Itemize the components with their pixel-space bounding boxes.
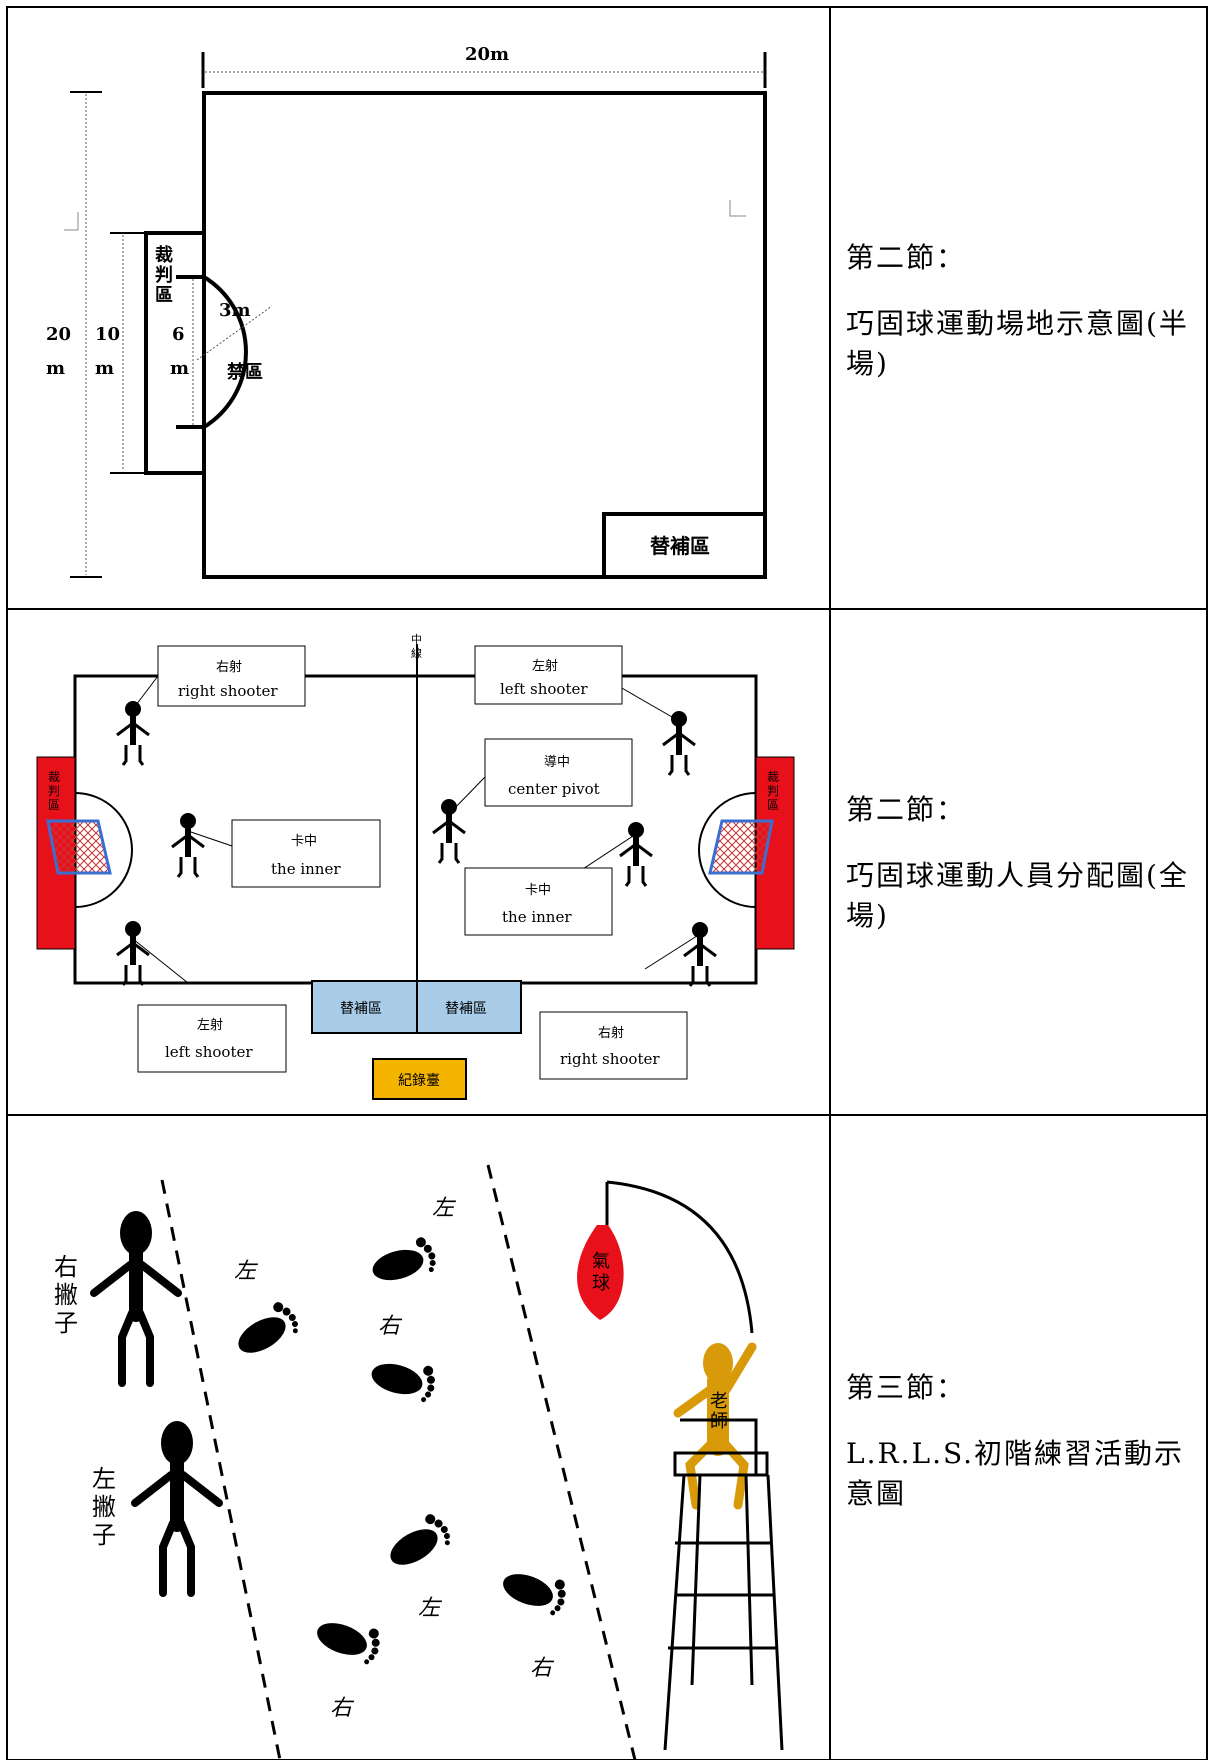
height-label-6-unit: m [170, 358, 189, 379]
label-box-inner-left: 卡中 the inner [231, 819, 381, 888]
record-table [372, 1058, 467, 1100]
left-referee-char-1: 裁 [48, 770, 60, 784]
goal-net-right [708, 819, 774, 875]
label-box-right-shooter-right: 右射 right shooter [539, 1011, 688, 1080]
label-box-right-shooter-left: 右射 right shooter [157, 645, 306, 707]
referee-zone-char-3: 區 [155, 285, 173, 306]
svg-text:導中: 導中 [544, 755, 570, 770]
half-court-diagram: 20m 裁 判 區 3m 禁區 20 m 10 m 6 m 替補區 [46, 44, 767, 579]
svg-text:左射: 左射 [532, 658, 558, 674]
foot-label-1: 左 [432, 1196, 457, 1221]
radius-label: 3m [219, 300, 251, 321]
foot-label-6: 右 [330, 1696, 355, 1721]
balloon [577, 1225, 624, 1320]
height-label-20-unit: m [46, 358, 65, 379]
full-court-outline [73, 674, 758, 985]
caption-row-1: 第二節： 巧固球運動場地示意圖(半場) [846, 238, 1196, 410]
foot-label-2: 左 [234, 1259, 259, 1284]
balloon-char-1: 氣 [592, 1251, 610, 1272]
substitute-zone-right [416, 980, 522, 1034]
forbidden-zone-arc [176, 275, 248, 429]
svg-text:the inner: the inner [502, 908, 572, 926]
midline-char-2: 線 [411, 646, 422, 660]
figure-description: L.R.L.S.初階練習活動示意圖 [846, 1437, 1185, 1510]
midline-char-1: 中 [411, 633, 422, 646]
right-referee-char-3: 區 [767, 798, 779, 812]
figure-description: 巧固球運動場地示意圖(半場) [846, 307, 1189, 380]
substitute-zone-right-label: 替補區 [445, 1001, 487, 1017]
svg-text:左射: 左射 [197, 1017, 223, 1033]
goal-net-left [46, 819, 112, 875]
svg-text:right shooter: right shooter [178, 682, 278, 700]
substitute-zone [602, 512, 767, 579]
right-referee-char-2: 判 [767, 784, 779, 798]
section-title: 第二節： [846, 241, 967, 274]
height-label-10-unit: m [95, 358, 114, 379]
practice-diagram: 右 撇 子 左 撇 子 左 左 右 左 右 右 氣 球 老 師 [54, 1164, 784, 1760]
svg-text:center pivot: center pivot [508, 780, 600, 798]
label-box-center-pivot: 導中 center pivot [484, 738, 633, 807]
foot-label-3: 右 [378, 1314, 403, 1339]
svg-text:left shooter: left shooter [500, 680, 588, 698]
foot-label-5: 右 [530, 1656, 555, 1681]
balloon-string [606, 1180, 754, 1334]
right-referee-char-1: 裁 [767, 770, 779, 784]
caption-row-3: 第三節： L.R.L.S.初階練習活動示意圖 [846, 1368, 1196, 1540]
svg-text:卡中: 卡中 [291, 834, 317, 849]
right-player-char-2: 撇 [54, 1281, 78, 1309]
label-box-left-shooter-left: 左射 left shooter [137, 1004, 287, 1073]
width-label: 20m [465, 44, 509, 65]
figure-description: 巧固球運動人員分配圖(全場) [846, 859, 1189, 932]
height-label-20: 20 [46, 324, 71, 345]
forbidden-zone-label: 禁區 [227, 361, 263, 383]
court-outline [202, 91, 767, 579]
substitute-zone-left-label: 替補區 [340, 1001, 382, 1017]
height-label-10: 10 [95, 324, 120, 345]
left-player-char-1: 左 [92, 1465, 116, 1493]
foot-label-4: 左 [418, 1596, 443, 1621]
referee-zone-char-1: 裁 [155, 244, 173, 266]
svg-text:left shooter: left shooter [165, 1043, 253, 1061]
svg-text:right shooter: right shooter [560, 1050, 660, 1068]
teacher-char-1: 老 [710, 1391, 728, 1412]
left-player-char-3: 子 [92, 1521, 116, 1549]
section-title: 第三節： [846, 1371, 967, 1404]
left-referee-char-3: 區 [48, 798, 60, 812]
right-player-char-1: 右 [54, 1253, 78, 1281]
substitute-zone-label: 替補區 [650, 534, 710, 558]
left-referee-char-2: 判 [48, 784, 60, 798]
record-table-label: 紀錄臺 [398, 1073, 440, 1089]
svg-text:卡中: 卡中 [525, 883, 551, 898]
referee-chair [663, 1418, 784, 1751]
section-title: 第二節： [846, 793, 967, 826]
full-court-diagram: 中 線 裁 判 區 裁 判 區 [36, 633, 795, 1100]
svg-text:the inner: the inner [271, 860, 341, 878]
label-box-left-shooter-right: 左射 left shooter [474, 645, 623, 705]
left-player-char-2: 撇 [92, 1493, 116, 1521]
height-label-6: 6 [172, 324, 185, 345]
balloon-char-2: 球 [592, 1273, 610, 1294]
referee-zone-char-2: 判 [155, 265, 173, 286]
svg-text:右射: 右射 [216, 659, 242, 675]
right-player-char-3: 子 [54, 1309, 78, 1337]
svg-text:右射: 右射 [598, 1025, 624, 1041]
caption-row-2: 第二節： 巧固球運動人員分配圖(全場) [846, 790, 1196, 962]
referee-zone [144, 231, 206, 475]
label-box-inner-right: 卡中 the inner [464, 867, 613, 936]
